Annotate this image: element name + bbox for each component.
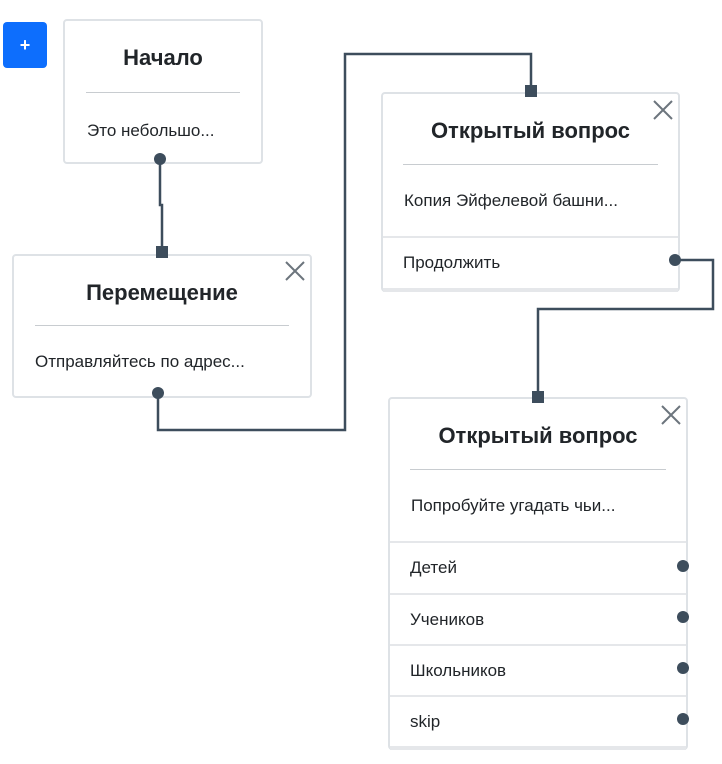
output-port-start[interactable]	[154, 153, 166, 165]
option-label: Продолжить	[403, 253, 501, 272]
output-port-continue[interactable]	[669, 254, 681, 266]
node-move[interactable]: Перемещение Отправляйтесь по адрес...	[12, 254, 312, 398]
divider	[86, 92, 240, 93]
option-skip[interactable]: skip	[390, 695, 686, 750]
node-description: Попробуйте угадать чьи...	[411, 496, 616, 515]
node-description: Отправляйтесь по адрес...	[35, 352, 245, 371]
close-icon[interactable]	[652, 99, 674, 121]
node-open-question-1[interactable]: Открытый вопрос Копия Эйфелевой башни...…	[381, 92, 680, 292]
option-label: skip	[410, 711, 441, 731]
close-icon[interactable]	[284, 260, 306, 282]
node-open-question-2[interactable]: Открытый вопрос Попробуйте угадать чьи..…	[388, 397, 688, 750]
output-port-skip[interactable]	[677, 713, 689, 725]
option-label: Детей	[410, 558, 457, 577]
input-port-question2[interactable]	[532, 391, 544, 403]
wire-start-to-move	[158, 160, 164, 252]
divider	[410, 469, 666, 470]
node-description: Копия Эйфелевой башни...	[404, 191, 618, 210]
node-title: Открытый вопрос	[430, 118, 631, 143]
close-icon[interactable]	[660, 404, 682, 426]
output-port-move[interactable]	[152, 387, 164, 399]
option-schoolchildren[interactable]: Школьников	[390, 644, 686, 695]
output-port-schoolchildren[interactable]	[677, 662, 689, 674]
divider	[403, 164, 658, 165]
output-port-children[interactable]	[677, 560, 689, 572]
option-students[interactable]: Учеников	[390, 593, 686, 644]
option-label: Школьников	[410, 660, 507, 680]
option-label: Учеников	[410, 609, 485, 629]
divider	[35, 325, 289, 326]
input-port-move[interactable]	[156, 246, 168, 258]
node-start[interactable]: Начало Это небольшо...	[63, 19, 263, 164]
add-node-button[interactable]: +	[3, 22, 47, 68]
node-title: Начало	[123, 45, 203, 70]
node-title: Перемещение	[86, 280, 238, 305]
option-continue[interactable]: Продолжить	[383, 236, 678, 292]
node-description: Это небольшо...	[87, 121, 215, 140]
output-port-students[interactable]	[677, 611, 689, 623]
node-title: Открытый вопрос	[438, 423, 638, 448]
input-port-question1[interactable]	[525, 85, 537, 97]
option-children[interactable]: Детей	[390, 541, 686, 593]
